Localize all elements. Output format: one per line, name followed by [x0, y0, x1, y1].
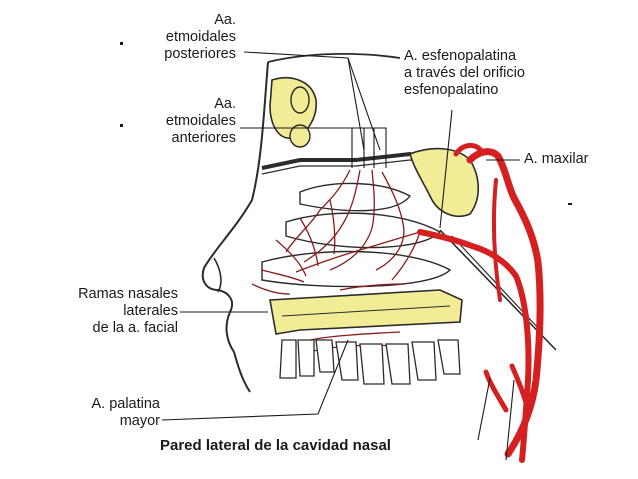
- label-greater-palatine-line1: A. palatina: [91, 396, 160, 412]
- tick-mark-top: [120, 42, 123, 45]
- label-lateral-nasal-line3: de la a. facial: [92, 320, 178, 336]
- label-maxillary: A. maxilar: [524, 151, 588, 168]
- label-greater-palatine-line2: mayor: [119, 413, 160, 429]
- label-sphenopalatine-line3: esfenopalatino: [404, 82, 499, 98]
- tick-mark-mid: [120, 124, 123, 127]
- middle-turbinate: [285, 212, 442, 249]
- maxillary-branch-descending: [491, 178, 502, 302]
- tick-mark-right: [568, 203, 572, 205]
- inferior-turbinate: [261, 250, 452, 288]
- label-ethmoidal-posterior: Aa. etmoidales posteriores: [120, 12, 236, 63]
- label-lateral-nasal-line1: Ramas nasales: [78, 286, 178, 302]
- label-sphenopalatine-line1: A. esfenopalatina: [404, 48, 517, 64]
- sinus-cavity-upper: [290, 86, 310, 114]
- label-ethmoidal-posterior-line1: Aa.: [214, 12, 236, 28]
- nostril-outline: [213, 257, 222, 293]
- label-ethmoidal-anterior-line2: etmoidales: [165, 113, 236, 129]
- label-ethmoidal-posterior-line2: etmoidales: [165, 29, 236, 45]
- hard-palate: [269, 289, 463, 335]
- label-sphenopalatine-line2: a través del orificio: [404, 65, 525, 81]
- lower-artery-branch-b: [509, 363, 531, 413]
- maxillary-artery: [466, 148, 544, 458]
- figure-caption: Pared lateral de la cavidad nasal: [160, 437, 391, 454]
- superior-turbinate: [299, 182, 412, 212]
- sinus-cavity-lower: [289, 124, 311, 148]
- teeth: [279, 339, 461, 385]
- leader-lines: [161, 51, 520, 461]
- nose-profile-outline: [201, 61, 269, 393]
- label-ethmoidal-posterior-line3: posteriores: [164, 46, 236, 62]
- palate-inner-line: [281, 305, 451, 317]
- label-lateral-nasal-line2: laterales: [123, 303, 178, 319]
- label-ethmoidal-anterior-line1: Aa.: [214, 96, 236, 112]
- label-lateral-nasal-branches: Ramas nasales laterales de la a. facial: [40, 286, 178, 337]
- label-ethmoidal-anterior-line3: anteriores: [171, 130, 236, 146]
- sphenopalatine-loop: [453, 143, 485, 157]
- lower-artery-branch-a: [483, 369, 509, 413]
- label-sphenopalatine: A. esfenopalatina a través del orificio …: [404, 48, 525, 99]
- label-maxillary-text: A. maxilar: [524, 151, 589, 167]
- skull-top-outline: [267, 53, 401, 63]
- label-greater-palatine: A. palatina mayor: [40, 396, 160, 430]
- label-ethmoidal-anterior: Aa. etmoidales anteriores: [120, 96, 236, 147]
